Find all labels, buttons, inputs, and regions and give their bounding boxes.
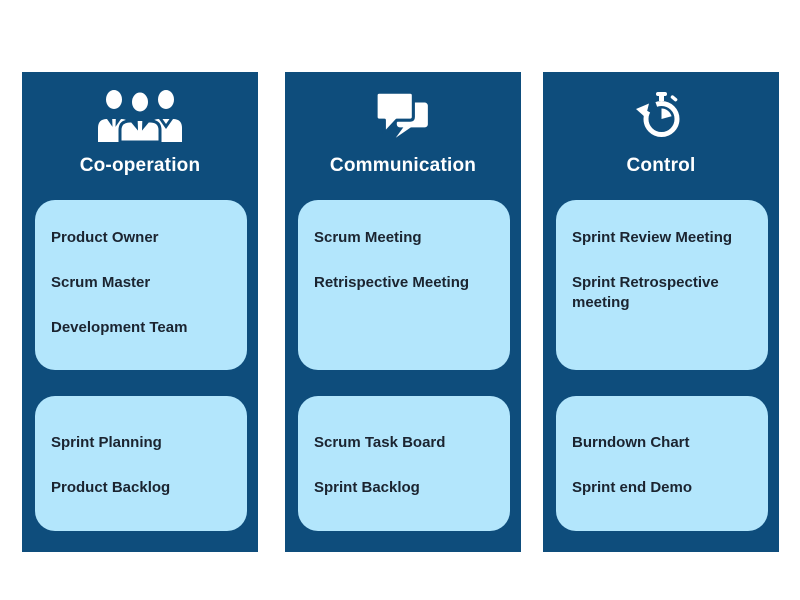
column-title: Communication [329,155,477,176]
list-item: Sprint Review Meeting [572,229,733,246]
cooperation-roles-box: Product Owner Scrum Master Development T… [35,200,247,370]
list-item: Scrum Task Board [314,434,446,451]
list-item: Product Backlog [51,479,171,496]
list-item: Retrispective Meeting [314,274,470,291]
stopwatch-icon [543,84,779,142]
list-item: Sprint Backlog [314,479,420,496]
list-item: Sprint end Demo [572,479,693,496]
list-item: Sprint Retrospective meeting [572,274,719,311]
list-item: Sprint Planning [51,434,162,451]
cooperation-artifacts-box: Sprint Planning Product Backlog [35,396,247,531]
communication-artifacts-box: Scrum Task Board Sprint Backlog [298,396,510,531]
list-item: Burndown Chart [572,434,690,451]
list-item: Product Owner [51,229,159,246]
list-item: Scrum Meeting [314,229,422,246]
column-control: Control Sprint Review Meeting Sprint Ret… [543,72,779,552]
column-communication: Communication Scrum Meeting Retrispectiv… [285,72,521,552]
control-meetings-box: Sprint Review Meeting Sprint Retrospecti… [556,200,768,370]
list-item: Development Team [51,319,188,336]
list-item: Scrum Master [51,274,151,291]
control-artifacts-box: Burndown Chart Sprint end Demo [556,396,768,531]
column-title: Control [626,155,696,176]
column-cooperation: Co-operation Product Owner Scrum Master … [22,72,258,552]
team-icon [22,84,258,142]
column-title: Co-operation [79,155,201,176]
speech-bubbles-icon [285,84,521,142]
communication-meetings-box: Scrum Meeting Retrispective Meeting [298,200,510,370]
